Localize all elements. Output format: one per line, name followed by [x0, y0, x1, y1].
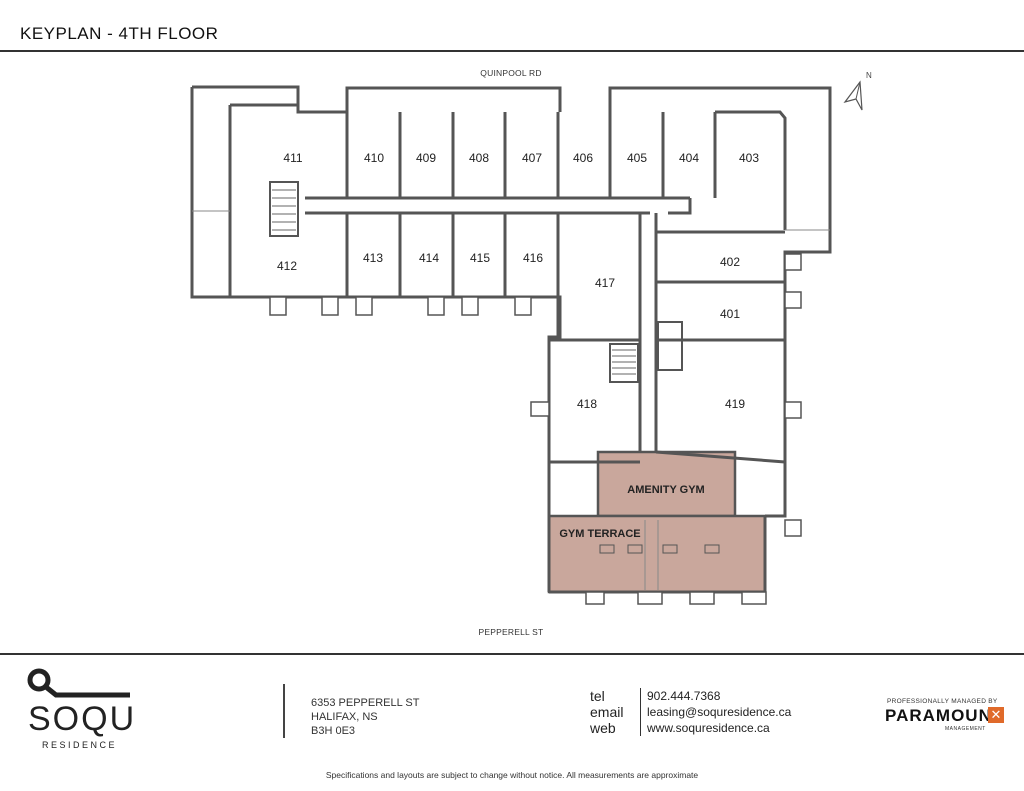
amenity-gym-label: AMENITY GYM	[627, 484, 704, 496]
unit-407[interactable]: 407	[522, 151, 542, 165]
unit-403[interactable]: 403	[739, 151, 759, 165]
contact-values: 902.444.7368 leasing@soquresidence.ca ww…	[640, 688, 791, 736]
street-south: PEPPERELL ST	[479, 627, 544, 637]
website-link[interactable]: www.soquresidence.ca	[640, 720, 791, 736]
phone-link[interactable]: 902.444.7368	[640, 688, 791, 704]
address-line-3: B3H 0E3	[311, 725, 356, 737]
unit-409[interactable]: 409	[416, 151, 436, 165]
unit-419[interactable]: 419	[725, 397, 745, 411]
address-block: 6353 PEPPERELL ST HALIFAX, NS B3H 0E3	[311, 696, 419, 738]
unit-413[interactable]: 413	[363, 251, 383, 265]
gym-terrace-label: GYM TERRACE	[559, 528, 640, 540]
unit-labels: 411 410 409 408 407 406 405 404 403 412 …	[277, 151, 759, 540]
unit-408[interactable]: 408	[469, 151, 489, 165]
compass-label: N	[866, 71, 872, 80]
email-key: email	[590, 704, 624, 720]
unit-405[interactable]: 405	[627, 151, 647, 165]
unit-401[interactable]: 401	[720, 307, 740, 321]
unit-406[interactable]: 406	[573, 151, 593, 165]
unit-412[interactable]: 412	[277, 259, 297, 273]
footer-separator	[283, 684, 285, 738]
contact-keys: tel email web	[590, 688, 623, 736]
disclaimer: Specifications and layouts are subject t…	[325, 770, 699, 780]
unit-417[interactable]: 417	[595, 276, 615, 290]
logo-subtitle: RESIDENCE	[42, 740, 118, 750]
web-key: web	[590, 720, 616, 736]
unit-410[interactable]: 410	[364, 151, 384, 165]
north-arrow-icon: N	[843, 71, 872, 111]
management-name: PARAMOUNT	[885, 706, 1004, 725]
unit-418[interactable]: 418	[577, 397, 597, 411]
email-link[interactable]: leasing@soquresidence.ca	[640, 704, 791, 720]
unit-411[interactable]: 411	[283, 151, 302, 165]
soqu-logo-icon	[27, 668, 130, 698]
unit-404[interactable]: 404	[679, 151, 699, 165]
header-divider	[0, 50, 1024, 52]
unit-416[interactable]: 416	[523, 251, 543, 265]
logo-wordmark: SOQU	[28, 700, 137, 738]
paramount-x-icon: ✕	[988, 707, 1004, 723]
address-line-1: 6353 PEPPERELL ST	[311, 697, 420, 709]
unit-414[interactable]: 414	[419, 251, 439, 265]
unit-415[interactable]: 415	[470, 251, 490, 265]
tel-key: tel	[590, 688, 605, 704]
floor-plan: QUINPOOL RD PEPPERELL ST N	[190, 68, 872, 637]
unit-402[interactable]: 402	[720, 255, 740, 269]
management-caption: PROFESSIONALLY MANAGED BY	[887, 698, 998, 705]
footer-divider	[0, 653, 1024, 655]
management-sub: MANAGEMENT	[945, 726, 986, 732]
page-title: KEYPLAN - 4TH FLOOR	[20, 24, 219, 43]
street-north: QUINPOOL RD	[480, 68, 541, 78]
address-line-2: HALIFAX, NS	[311, 711, 378, 723]
